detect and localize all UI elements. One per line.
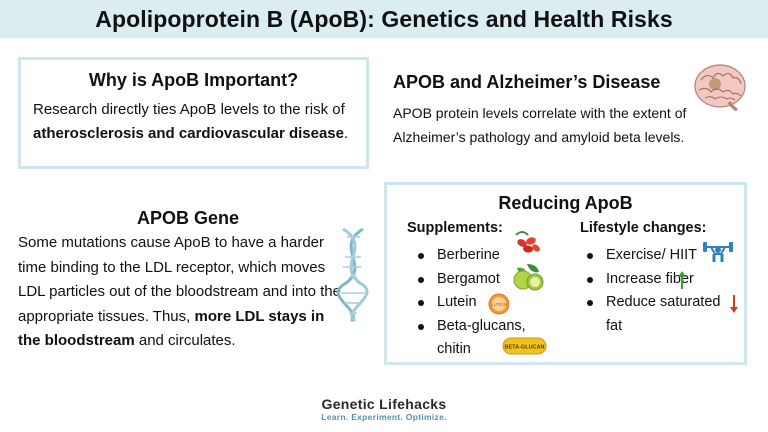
list-item-continuation: chitin [437,341,471,357]
gene-heading: APOB Gene [136,208,240,228]
supplements-title: Supplements: [407,220,503,236]
lutein-capsule-icon: LUTEIN [488,293,510,315]
why-text: Research directly ties ApoB levels to th… [33,98,354,146]
lifestyle-list: Exercise/ HIIT Increase fiber Reduce sat… [582,244,720,338]
why-text-bold: atherosclerosis and cardiovascular disea… [33,125,344,142]
brain-icon [694,64,746,112]
alzheimers-section: APOB and Alzheimer’s Disease APOB protei… [393,72,693,149]
beta-glucan-capsule-icon: BETA-GLUCAN [502,337,547,355]
beta-glucan-label: BETA-GLUCAN [505,345,545,351]
title-banner: Apolipoprotein B (ApoB): Genetics and He… [0,0,768,38]
why-text-plain: Research directly ties ApoB levels to th… [33,101,345,118]
gene-text: Some mutations cause ApoB to have a hard… [18,231,348,354]
list-item: Lutein [413,291,526,315]
list-item: Bergamot [413,268,526,292]
apob-gene-section: APOB Gene Some mutations cause ApoB to h… [18,208,348,354]
alzheimers-text: APOB protein levels correlate with the e… [393,105,687,145]
weightlifter-icon [703,242,733,262]
reducing-heading: Reducing ApoB [498,193,633,213]
brand-logo: Genetic Lifehacks Learn. Experiment. Opt… [0,396,768,422]
arrow-up-icon [678,271,686,289]
list-item: Exercise/ HIIT [582,244,720,268]
reducing-apob-box: Reducing ApoB Supplements: Berberine Ber… [384,182,747,365]
list-item: Increase fiber [582,268,720,292]
list-item: Beta-glucans, [413,315,526,339]
bergamot-icon [513,264,544,291]
brand-tagline: Learn. Experiment. Optimize. [321,412,447,422]
alzheimers-heading: APOB and Alzheimer’s Disease [393,72,661,92]
supplements-list: Berberine Bergamot Lutein Beta-glucans, … [413,244,526,362]
list-item-continuation: fat [606,317,623,334]
lutein-label: LUTEIN [491,302,507,307]
arrow-down-icon [730,295,738,313]
why-heading: Why is ApoB Important? [88,70,299,90]
brand-name: Genetic Lifehacks [321,396,447,412]
goji-berry-icon [515,231,540,253]
why-text-end: . [344,125,349,142]
lifestyle-title: Lifestyle changes: [580,220,707,236]
gene-text-bold: more LDL stays in the bloodstream [18,307,325,350]
page-title: Apolipoprotein B (ApoB): Genetics and He… [95,5,673,32]
list-item: Reduce saturated [582,291,720,315]
dna-icon [336,227,369,323]
gene-text-plain: Some mutations cause ApoB to have a hard… [18,234,341,325]
gene-text-end: and circulates. [134,332,236,349]
list-item: Berberine [413,244,526,268]
why-apob-box: Why is ApoB Important? Research directly… [18,57,369,169]
